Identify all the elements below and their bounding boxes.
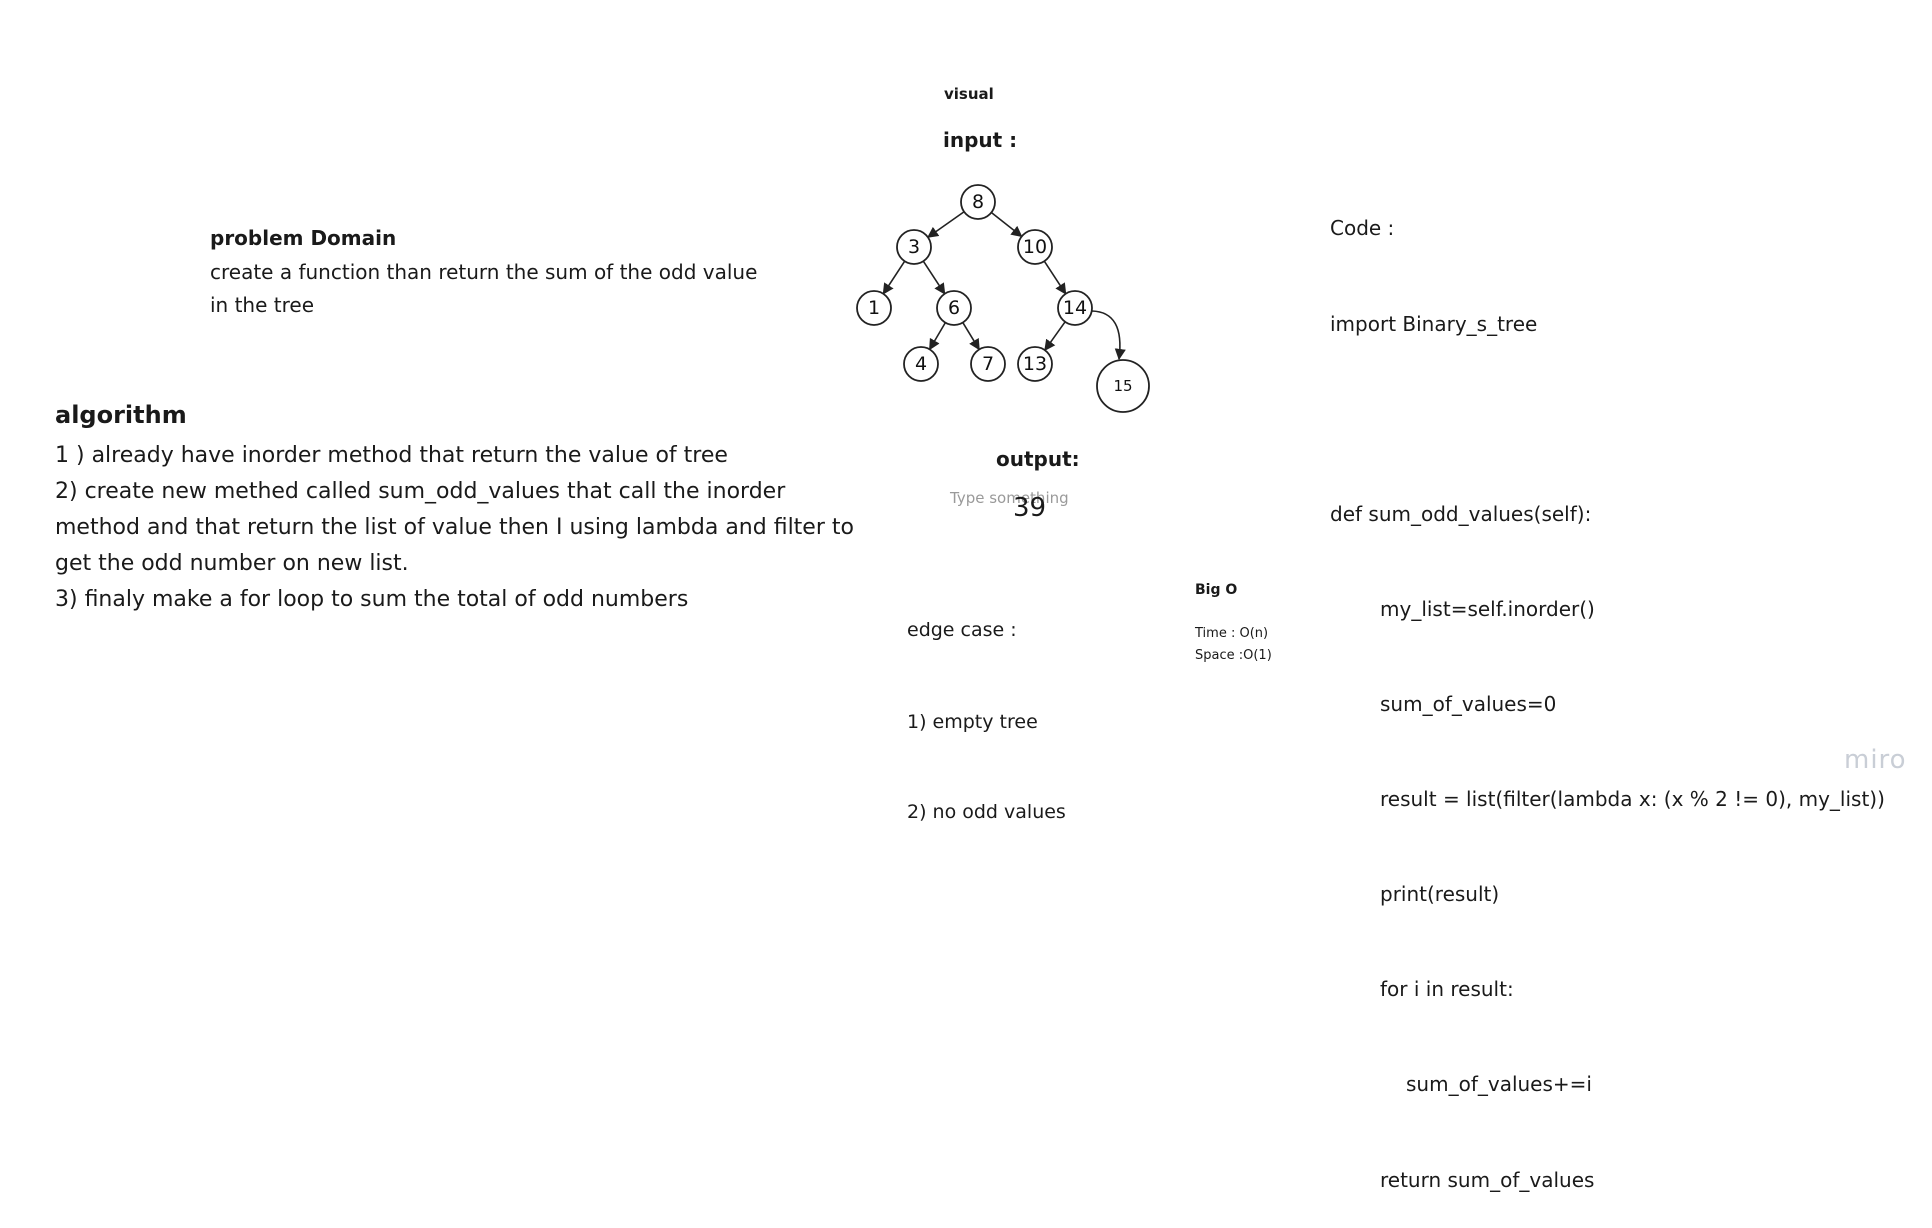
tree-edge-n6-n7: [962, 322, 980, 351]
tree-node-circle: [1017, 229, 1053, 265]
big-o-title: Big O: [1195, 582, 1238, 598]
code-line: Code :: [1330, 216, 1395, 241]
code-line: sum_of_values=0: [1380, 691, 1557, 716]
tree-node: 7: [970, 346, 1006, 382]
problem-domain-title: problem Domain: [210, 226, 397, 250]
visual-label: visual: [944, 85, 994, 103]
tree-edge-n3-n1: [882, 260, 906, 295]
binary-tree-diagram: 8 3 10 1 6 14 4 7 13 15: [856, 184, 1150, 413]
tree-node-value: 15: [1113, 377, 1132, 395]
tree-nodes: 8 3 10 1 6 14 4 7 13 15: [856, 184, 1150, 413]
tree-node-value: 6: [948, 297, 960, 319]
tree-node-value: 4: [915, 353, 927, 375]
tree-node-circle: [896, 229, 932, 265]
code-line: my_list=self.inorder(): [1380, 596, 1595, 621]
tree-node-value: 14: [1063, 297, 1087, 319]
tree-node: 1: [856, 290, 892, 326]
tree-node: 6: [936, 290, 972, 326]
code-line: ​: [1330, 404, 1885, 436]
tree-node-value: 13: [1023, 353, 1047, 375]
miro-logo: miro: [1844, 745, 1907, 775]
tree-node: 8: [960, 184, 996, 220]
tree-node: 3: [896, 229, 932, 265]
tree-edge-n8-n10: [990, 211, 1023, 238]
tree-node-circle: [1096, 359, 1150, 413]
tree-node: 14: [1057, 290, 1093, 326]
tree-node-circle: [903, 346, 939, 382]
code-line: return sum_of_values: [1380, 1167, 1595, 1192]
tree-node-circle: [960, 184, 996, 220]
tree-node: 10: [1017, 229, 1053, 265]
tree-edge-n3-n6: [922, 260, 946, 295]
space-complexity: Space :O(1): [1195, 648, 1272, 663]
tree-node-value: 8: [972, 191, 984, 213]
algorithm-step: 2) create new methed called sum_odd_valu…: [55, 479, 854, 576]
tree-node: 13: [1017, 346, 1053, 382]
tree-edge-n10-n14: [1043, 260, 1067, 295]
problem-domain-text: create a function than return the sum of…: [210, 260, 758, 317]
tree-edge-n8-n3: [926, 211, 965, 238]
tree-node-circle: [1057, 290, 1093, 326]
input-label: input :: [943, 128, 1018, 152]
tree-node-circle: [1017, 346, 1053, 382]
tree-node-circle: [936, 290, 972, 326]
tree-node-value: 3: [908, 236, 920, 258]
code-line: print(result): [1380, 882, 1500, 907]
time-complexity: Time : O(n): [1195, 626, 1269, 641]
tree-node: 4: [903, 346, 939, 382]
output-value: 39: [1013, 493, 1047, 523]
algorithm-step: 1 ) already have inorder method that ret…: [55, 443, 728, 468]
code-line: for i in result:: [1380, 977, 1514, 1002]
algorithm-steps: 1 ) already have inorder method that ret…: [55, 438, 875, 618]
tree-node-value: 10: [1023, 236, 1047, 258]
tree-edge-n14-n13: [1044, 321, 1066, 352]
edge-case-list: 1) empty tree 2) no odd values: [907, 647, 1066, 857]
tree-node-circle: [856, 290, 892, 326]
edge-case-item: 2) no odd values: [907, 801, 1066, 823]
output-placeholder[interactable]: Type something: [950, 489, 1069, 507]
code-line: sum_of_values+=i: [1406, 1072, 1592, 1097]
edge-case-item: 1) empty tree: [907, 711, 1038, 733]
tree-node-circle: [970, 346, 1006, 382]
algorithm-step: 3) finaly make a for loop to sum the tot…: [55, 587, 689, 612]
tree-edges: [882, 211, 1126, 361]
tree-node-value: 1: [868, 297, 880, 319]
tree-edge-n14-n15: [1091, 310, 1126, 361]
code-line: result = list(filter(lambda x: (x % 2 !=…: [1380, 787, 1885, 812]
code-line: import Binary_s_tree: [1330, 311, 1538, 336]
tree-edge-n6-n4: [928, 322, 947, 351]
tree-node: 15: [1096, 359, 1150, 413]
tree-node-value: 7: [982, 353, 994, 375]
edge-case-title: edge case :: [907, 619, 1017, 641]
algorithm-title: algorithm: [55, 401, 187, 429]
output-label: output:: [996, 447, 1080, 471]
code-block: Code : import Binary_s_tree ​ def sum_od…: [1330, 150, 1885, 1228]
code-line: def sum_odd_values(self):: [1330, 501, 1592, 526]
